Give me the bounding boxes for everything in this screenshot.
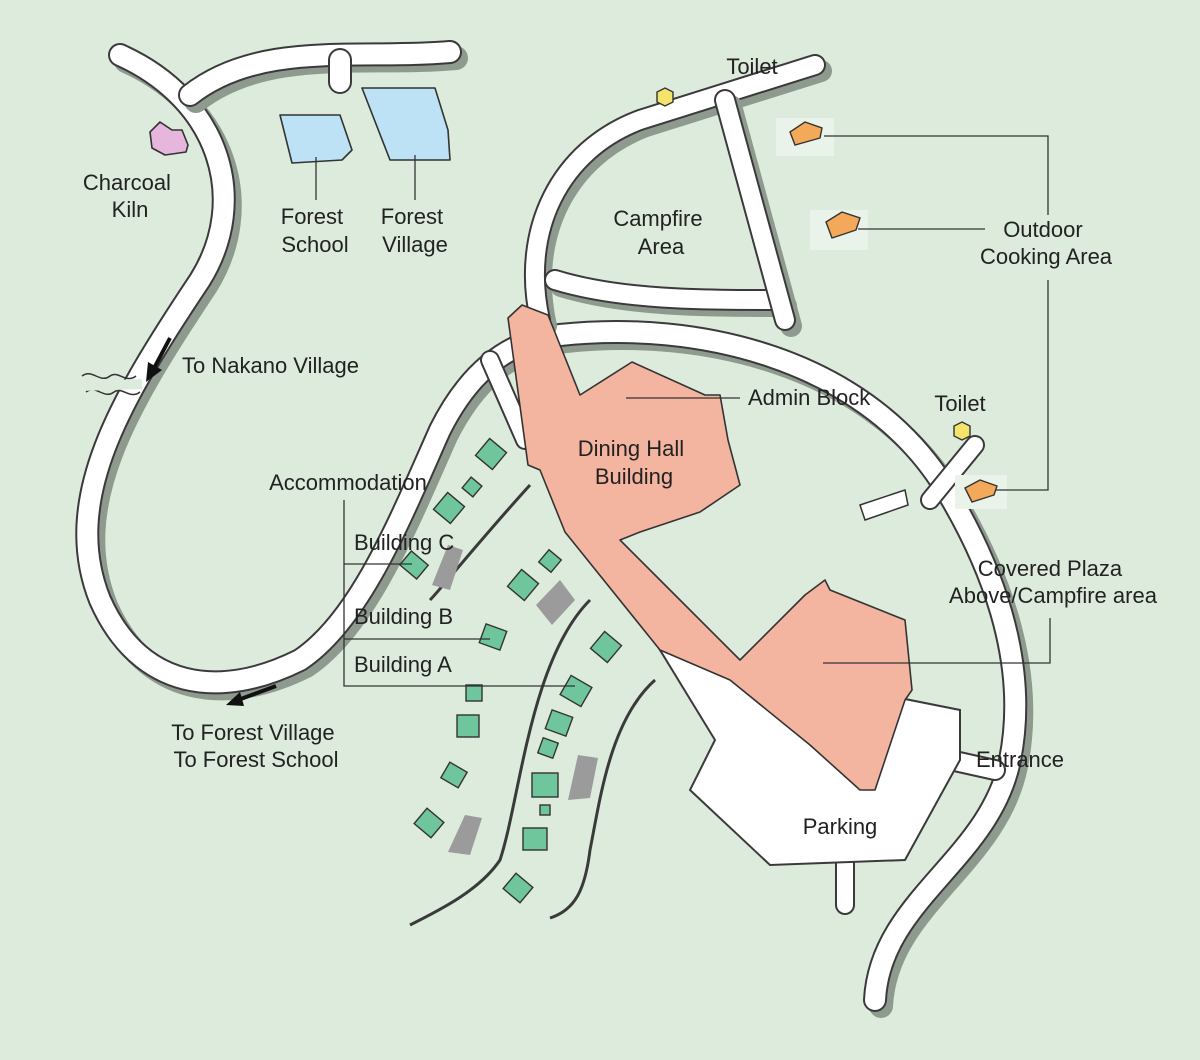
accommodation-lodges — [398, 437, 623, 904]
lodge[interactable] — [506, 568, 540, 602]
toilet-north-icon[interactable] — [656, 87, 674, 107]
lodge[interactable] — [537, 548, 563, 574]
lodge[interactable] — [522, 827, 548, 851]
lodge[interactable] — [544, 708, 574, 738]
lodge[interactable] — [589, 630, 623, 664]
building-c-label: Building C — [354, 530, 454, 555]
campfire-loop-road — [523, 54, 832, 337]
to-forest-label: To Forest Village To Forest School — [171, 720, 341, 772]
to-nakano-label: To Nakano Village — [182, 353, 359, 378]
accommodation-label: Accommodation — [269, 470, 427, 495]
inner-road — [480, 350, 535, 450]
entrance-label: Entrance — [976, 747, 1064, 772]
lodge[interactable] — [559, 674, 593, 708]
cooking-huts — [776, 118, 1007, 509]
lodge[interactable] — [432, 491, 466, 525]
map-labels: Charcoal Kiln Forest School Forest Villa… — [83, 54, 1158, 839]
toilet-east-label: Toilet — [934, 391, 985, 416]
lodge[interactable] — [439, 761, 469, 789]
lodge[interactable] — [398, 550, 430, 580]
forest-village-label: Forest Village — [381, 204, 449, 257]
lodge[interactable] — [413, 807, 445, 839]
forest-school[interactable] — [279, 114, 353, 164]
lodge[interactable] — [465, 684, 483, 702]
lodge[interactable] — [531, 772, 559, 798]
nakano-arrow-icon — [146, 337, 172, 382]
leader-lines — [315, 135, 1051, 687]
charcoal-kiln-label: Charcoal Kiln — [83, 170, 177, 222]
building-b-label: Building B — [354, 604, 453, 629]
road-break-symbol — [79, 373, 143, 396]
lodge[interactable] — [478, 622, 508, 652]
lodge[interactable] — [502, 872, 534, 904]
lodge[interactable] — [456, 714, 480, 738]
toilet-east-icon[interactable] — [953, 421, 971, 441]
cooking-hut-icon[interactable] — [964, 479, 998, 503]
cooking-hut-icon[interactable] — [825, 211, 861, 239]
lodge[interactable] — [461, 476, 483, 498]
building-a-label: Building A — [354, 652, 452, 677]
east-toilet-road — [920, 435, 985, 510]
admin-block-label: Admin Block — [748, 385, 871, 410]
forest-village[interactable] — [361, 87, 451, 161]
toilet-north-label: Toilet — [726, 54, 777, 79]
lodge[interactable] — [474, 437, 508, 471]
forest-arrow-icon — [226, 684, 277, 706]
north-arc-road — [178, 40, 468, 113]
charcoal-kiln-building[interactable] — [149, 121, 189, 156]
east-bench — [859, 489, 909, 521]
lodge[interactable] — [539, 804, 551, 816]
parking-label: Parking — [803, 814, 878, 839]
dining-hall-label: Dining Hall Building — [578, 436, 691, 489]
forest-school-label: Forest School — [281, 204, 349, 257]
lodge[interactable] — [536, 736, 560, 760]
dining-hall-building[interactable] — [507, 304, 913, 791]
campfire-area-label: Campfire Area — [613, 206, 708, 259]
accommodation-paths — [409, 483, 656, 927]
covered-plaza-label: Covered Plaza Above/Campfire area — [949, 556, 1158, 608]
outdoor-cooking-label: Outdoor Cooking Area — [980, 217, 1113, 269]
service-buildings — [432, 545, 598, 855]
cooking-hut-icon[interactable] — [789, 121, 823, 146]
road-network — [75, 40, 1034, 1018]
